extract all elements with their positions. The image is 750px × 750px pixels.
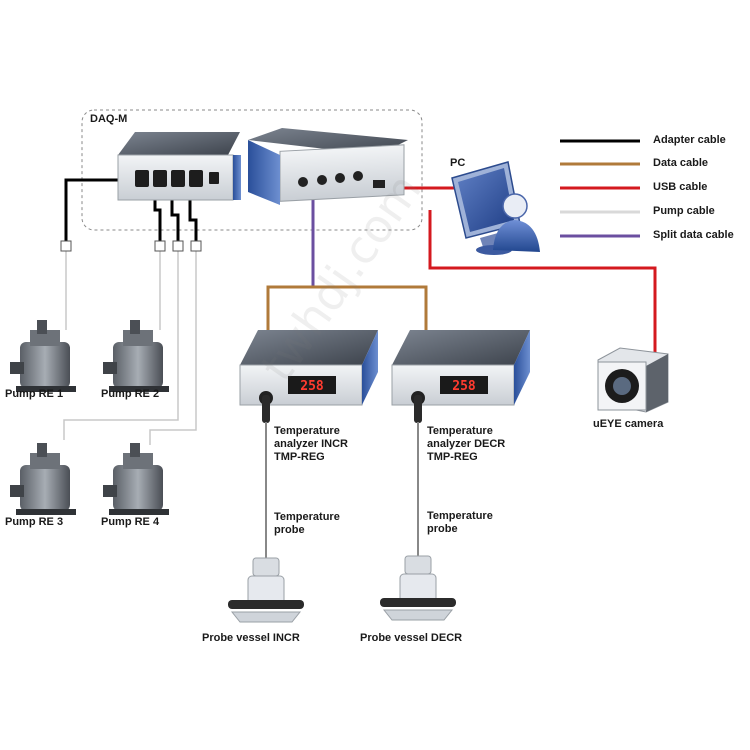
probe-vessel-incr <box>228 557 304 623</box>
analyzer-decr-label-line1: Temperature <box>427 425 493 437</box>
legend-lines <box>560 139 640 238</box>
analyzer-decr-label-line3: TMP-REG <box>427 451 478 463</box>
daq-m-label: DAQ-M <box>90 113 128 125</box>
probe-decr-label-line1: Temperature <box>427 510 493 522</box>
vessel-decr-label: Probe vessel DECR <box>360 632 463 644</box>
pump-label-2: Pump RE 2 <box>101 388 160 400</box>
analyzer-display-incr: 258 <box>300 379 324 394</box>
legend-label-adapter: Adapter cable <box>653 134 726 146</box>
analyzer-display-decr: 258 <box>452 379 476 394</box>
probe-incr-label-line1: Temperature <box>274 511 340 523</box>
camera-label: uEYE camera <box>593 418 664 430</box>
daq-adapter-box <box>117 132 241 201</box>
daq-main-box <box>248 128 408 205</box>
temperature-analyzer-decr: 258 <box>391 330 530 406</box>
pump-label-1: Pump RE 1 <box>5 388 64 400</box>
temperature-analyzer-incr: 258 <box>239 330 378 406</box>
pc-label: PC <box>450 157 466 169</box>
data-cable-line <box>266 285 428 330</box>
pump-cables <box>63 248 197 445</box>
probe-vessel-decr <box>380 555 456 621</box>
legend-label-split: Split data cable <box>653 229 734 241</box>
pump-icon <box>103 320 169 392</box>
probe-incr-label-line2: probe <box>274 524 305 536</box>
pc-computer <box>451 161 540 255</box>
daq-m-group-box <box>81 109 423 231</box>
pump-label-4: Pump RE 4 <box>101 516 160 528</box>
pump-label-3: Pump RE 3 <box>5 516 64 528</box>
camera-icon <box>597 347 669 413</box>
temperature-probe-incr <box>262 395 270 560</box>
pump-icon <box>10 443 76 515</box>
analyzer-incr-label-line1: Temperature <box>274 425 340 437</box>
analyzer-incr-label-line2: analyzer INCR <box>274 438 348 450</box>
legend-label-data: Data cable <box>653 157 709 169</box>
analyzer-decr-label-line2: analyzer DECR <box>427 438 506 450</box>
vessel-incr-label: Probe vessel INCR <box>202 632 300 644</box>
legend-label-usb: USB cable <box>653 181 708 193</box>
pump-icon <box>10 320 76 392</box>
temperature-probe-decr <box>414 395 422 560</box>
legend-label-pump: Pump cable <box>653 205 715 217</box>
analyzer-incr-label-line3: TMP-REG <box>274 451 325 463</box>
cable-connectors <box>60 240 202 252</box>
probe-decr-label-line2: probe <box>427 523 458 535</box>
pump-icon <box>103 443 169 515</box>
